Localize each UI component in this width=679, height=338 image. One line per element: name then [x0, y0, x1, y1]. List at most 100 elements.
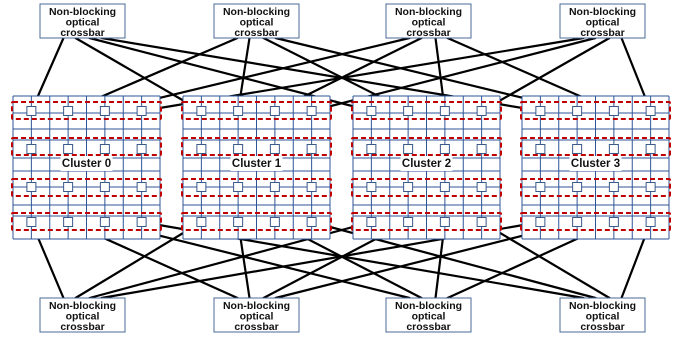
port-square: [26, 144, 37, 154]
port-square: [403, 144, 414, 154]
port-square: [535, 144, 546, 154]
port-square: [233, 217, 244, 227]
crossbar-label-line-0: Non-blocking: [49, 300, 116, 312]
port-square: [366, 217, 377, 227]
crossbar-box: [39, 3, 126, 39]
port-square: [645, 106, 656, 116]
crossbar-label-line-0: Non-blocking: [223, 6, 290, 18]
crossbar-label-line-2: crossbar: [234, 321, 278, 333]
port-square: [439, 106, 450, 116]
crossbar-box: [385, 297, 472, 333]
port-square: [366, 144, 377, 154]
port-square: [306, 182, 317, 192]
port-square: [63, 182, 74, 192]
port-square: [99, 182, 110, 192]
node-group-2: [351, 178, 502, 197]
node-group-0: [351, 101, 502, 120]
cluster-label-backing: [569, 156, 622, 171]
port-square: [403, 106, 414, 116]
crossbar-label-line-0: Non-blocking: [223, 300, 290, 312]
port-square: [572, 182, 583, 192]
node-group-2: [11, 178, 162, 197]
port-square: [63, 106, 74, 116]
port-square: [196, 144, 207, 154]
port-square: [366, 182, 377, 192]
crossbar-label-line-2: crossbar: [580, 27, 624, 39]
port-square: [269, 217, 280, 227]
port-square: [439, 217, 450, 227]
cluster-0: Cluster 0: [11, 95, 162, 240]
port-square: [63, 217, 74, 227]
port-square: [136, 217, 147, 227]
crossbar-label-line-2: crossbar: [60, 321, 104, 333]
cluster-label: Cluster 1: [232, 158, 282, 170]
crossbar-label-line-1: optical: [586, 311, 620, 323]
port-square: [196, 106, 207, 116]
port-square: [476, 106, 487, 116]
port-square: [269, 106, 280, 116]
crossbar-label-line-0: Non-blocking: [395, 6, 462, 18]
port-square: [572, 217, 583, 227]
crossbar-label-line-2: crossbar: [580, 321, 624, 333]
node-group-0: [520, 101, 671, 120]
node-group-1: [11, 137, 162, 156]
port-square: [233, 106, 244, 116]
node-group-2: [520, 178, 671, 197]
crossbar-label-line-1: optical: [240, 17, 274, 29]
port-square: [572, 144, 583, 154]
crossbar-label-line-1: optical: [66, 17, 100, 29]
port-square: [269, 182, 280, 192]
crossbar-label-line-1: optical: [586, 17, 620, 29]
crossbar-label-line-2: crossbar: [406, 27, 450, 39]
port-square: [26, 217, 37, 227]
port-square: [26, 106, 37, 116]
port-square: [439, 182, 450, 192]
port-square: [535, 106, 546, 116]
port-square: [233, 182, 244, 192]
port-square: [403, 182, 414, 192]
port-square: [535, 217, 546, 227]
port-square: [645, 217, 656, 227]
cluster-label-backing: [230, 156, 283, 171]
crossbar-label-line-1: optical: [412, 17, 446, 29]
crossbar-label-line-0: Non-blocking: [569, 6, 636, 18]
crossbar-label-line-1: optical: [240, 311, 274, 323]
node-group-1: [351, 137, 502, 156]
crossbar-box: [213, 297, 300, 333]
port-square: [306, 106, 317, 116]
port-square: [608, 217, 619, 227]
port-square: [608, 144, 619, 154]
node-group-1: [181, 137, 332, 156]
cluster-label: Cluster 0: [62, 158, 111, 170]
port-square: [196, 217, 207, 227]
port-square: [233, 144, 244, 154]
node-group-2: [181, 178, 332, 197]
port-square: [26, 182, 37, 192]
port-square: [136, 106, 147, 116]
link-bottom-0-cluster-1: [74, 220, 203, 300]
port-square: [136, 182, 147, 192]
crossbars-layer: Non-blockingopticalcrossbarNon-blockingo…: [39, 3, 646, 333]
crossbar-label-line-2: crossbar: [60, 27, 104, 39]
cluster-2: Cluster 2: [351, 95, 502, 240]
port-square: [366, 106, 377, 116]
port-square: [476, 182, 487, 192]
port-square: [572, 106, 583, 116]
crossbar-box: [385, 3, 472, 39]
crossbar-label-line-0: Non-blocking: [569, 300, 636, 312]
port-square: [439, 144, 450, 154]
crossbar-label-line-0: Non-blocking: [49, 6, 116, 18]
link-top-3-cluster-2: [480, 36, 611, 113]
crossbar-label-line-1: optical: [66, 311, 100, 323]
cluster-label: Cluster 2: [402, 158, 451, 170]
port-square: [535, 182, 546, 192]
port-square: [136, 144, 147, 154]
cluster-label-backing: [400, 156, 453, 171]
crossbar-label-line-1: optical: [412, 311, 446, 323]
